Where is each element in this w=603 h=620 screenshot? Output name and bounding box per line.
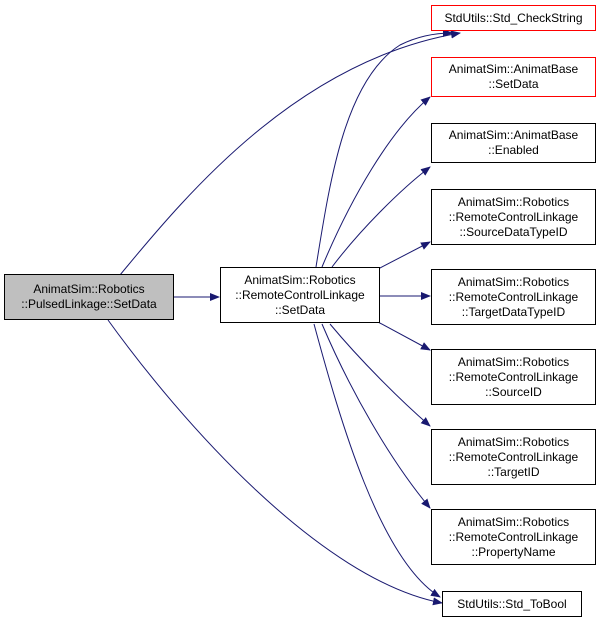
node-label-line: AnimatSim::Robotics [457, 194, 570, 209]
node-label-line: ::PulsedLinkage::SetData [21, 297, 157, 311]
edge-focus-to-std-tobool [107, 319, 443, 606]
node-label-line: ::RemoteControlLinkage [448, 529, 579, 544]
node-animatbase-setdata[interactable]: AnimatSim::AnimatBase ::SetData [431, 57, 596, 97]
node-label-line: ::RemoteControlLinkage [448, 369, 579, 384]
node-pulsed-linkage-setdata[interactable]: AnimatSim::Robotics ::PulsedLinkage::Set… [4, 274, 174, 320]
node-label-line: AnimatSim::Robotics [457, 434, 570, 449]
edge-rcl-to-animatbase-enabled [331, 166, 431, 268]
node-label-line: AnimatSim::Robotics [33, 282, 145, 296]
node-std-checkstring[interactable]: StdUtils::Std_CheckString [431, 5, 596, 31]
edge-rcl-to-target-id [329, 323, 431, 427]
node-label-line: AnimatSim::AnimatBase [448, 62, 579, 76]
edge-rcl-to-std-checkstring [315, 29, 453, 268]
node-animatbase-enabled[interactable]: AnimatSim::AnimatBase ::Enabled [431, 123, 596, 163]
node-label-line: ::RemoteControlLinkage [448, 289, 579, 304]
node-label-line: StdUtils::Std_CheckString [444, 10, 583, 25]
edge-rcl-to-std-tobool [313, 323, 441, 598]
node-source-id[interactable]: AnimatSim::Robotics ::RemoteControlLinka… [431, 349, 596, 405]
node-label-line: ::TargetDataTypeID [461, 304, 566, 319]
node-property-name[interactable]: AnimatSim::Robotics ::RemoteControlLinka… [431, 509, 596, 565]
node-label-line: ::TargetID [487, 464, 540, 479]
node-source-data-type-id[interactable]: AnimatSim::Robotics ::RemoteControlLinka… [431, 189, 596, 245]
node-label-line: ::Enabled [488, 143, 539, 157]
node-label-line: ::SourceID [485, 384, 542, 399]
node-remote-control-linkage-setdata[interactable]: AnimatSim::Robotics ::RemoteControlLinka… [220, 267, 380, 323]
node-label-line: AnimatSim::Robotics [244, 272, 356, 287]
edge-rcl-to-source-id [377, 321, 431, 351]
edge-rcl-to-animatbase-setdata [321, 96, 431, 268]
node-label-line: AnimatSim::AnimatBase [448, 128, 579, 142]
node-label-line: ::RemoteControlLinkage [448, 209, 579, 224]
edge-rcl-to-source-data-type-id [377, 241, 431, 270]
node-label-line: ::SetData [488, 77, 539, 91]
node-label-line: ::SourceDataTypeID [459, 224, 568, 239]
edge-focus-to-std-checkstring [119, 30, 461, 276]
node-label-line: AnimatSim::Robotics [457, 514, 570, 529]
node-label-line: AnimatSim::Robotics [457, 354, 570, 369]
node-target-id[interactable]: AnimatSim::Robotics ::RemoteControlLinka… [431, 429, 596, 485]
node-label-line: ::PropertyName [471, 544, 556, 559]
node-label-line: ::RemoteControlLinkage [235, 287, 365, 302]
node-label-line: ::SetData [274, 302, 326, 317]
edge-rcl-to-property-name [321, 323, 431, 509]
node-label-line: StdUtils::Std_ToBool [457, 596, 567, 611]
node-std-tobool[interactable]: StdUtils::Std_ToBool [442, 591, 582, 617]
node-target-data-type-id[interactable]: AnimatSim::Robotics ::RemoteControlLinka… [431, 269, 596, 325]
node-label-line: ::RemoteControlLinkage [448, 449, 579, 464]
node-label-line: AnimatSim::Robotics [457, 274, 570, 289]
